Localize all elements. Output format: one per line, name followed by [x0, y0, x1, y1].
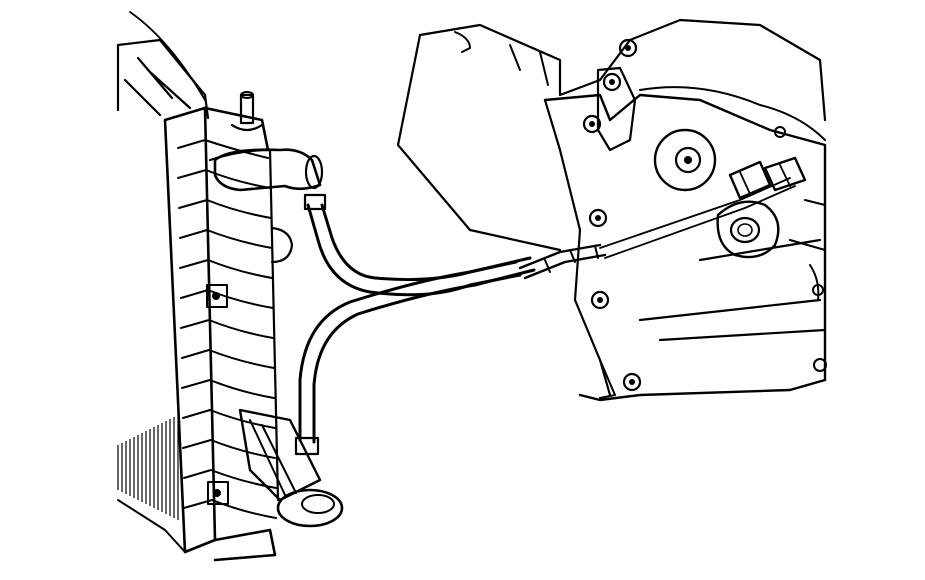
lower-right-bolt [813, 358, 827, 372]
steel-tube-a [518, 243, 602, 270]
upper-elbow-fitting [304, 154, 324, 190]
upper-bracket [596, 66, 637, 152]
block-tab [454, 31, 471, 53]
radiator-tank-inner [203, 106, 277, 562]
cooler-port-boss [716, 200, 780, 259]
line-fittings [728, 156, 807, 200]
steel-tube-b [523, 253, 607, 280]
transmission-case [543, 93, 827, 402]
block-edges [509, 44, 549, 86]
case-foot [599, 359, 616, 399]
case-lower-edge [638, 238, 827, 342]
radiator [116, 11, 344, 562]
radiator-mount-tab-lower [207, 481, 229, 505]
cooler-lines [294, 177, 796, 456]
radiator-filler-post [230, 91, 264, 132]
radiator-side-boss [270, 226, 294, 264]
transmission-housing [396, 18, 827, 402]
lower-hose-clamp [294, 436, 320, 456]
right-edge-bolt [812, 284, 824, 296]
radiator-shroud [116, 38, 210, 120]
case-bolts [582, 38, 786, 392]
steel-tube-long [599, 177, 796, 259]
radiator-ribs [177, 139, 277, 519]
radiator-mount-tab-upper [206, 284, 228, 308]
radiator-core-fins [117, 415, 179, 520]
radiator-shroud-curve [129, 11, 206, 101]
lower-cooler-hose [298, 256, 532, 442]
radiator-upper-elbow [213, 148, 322, 192]
case-rim [639, 86, 826, 141]
round-housing [653, 128, 717, 192]
lower-hose-fitting [276, 488, 344, 528]
case-edges [804, 199, 826, 301]
transmission-upper-block [418, 18, 827, 122]
upper-hose-clamp [303, 193, 327, 211]
radiator-lower-frame [117, 499, 186, 553]
